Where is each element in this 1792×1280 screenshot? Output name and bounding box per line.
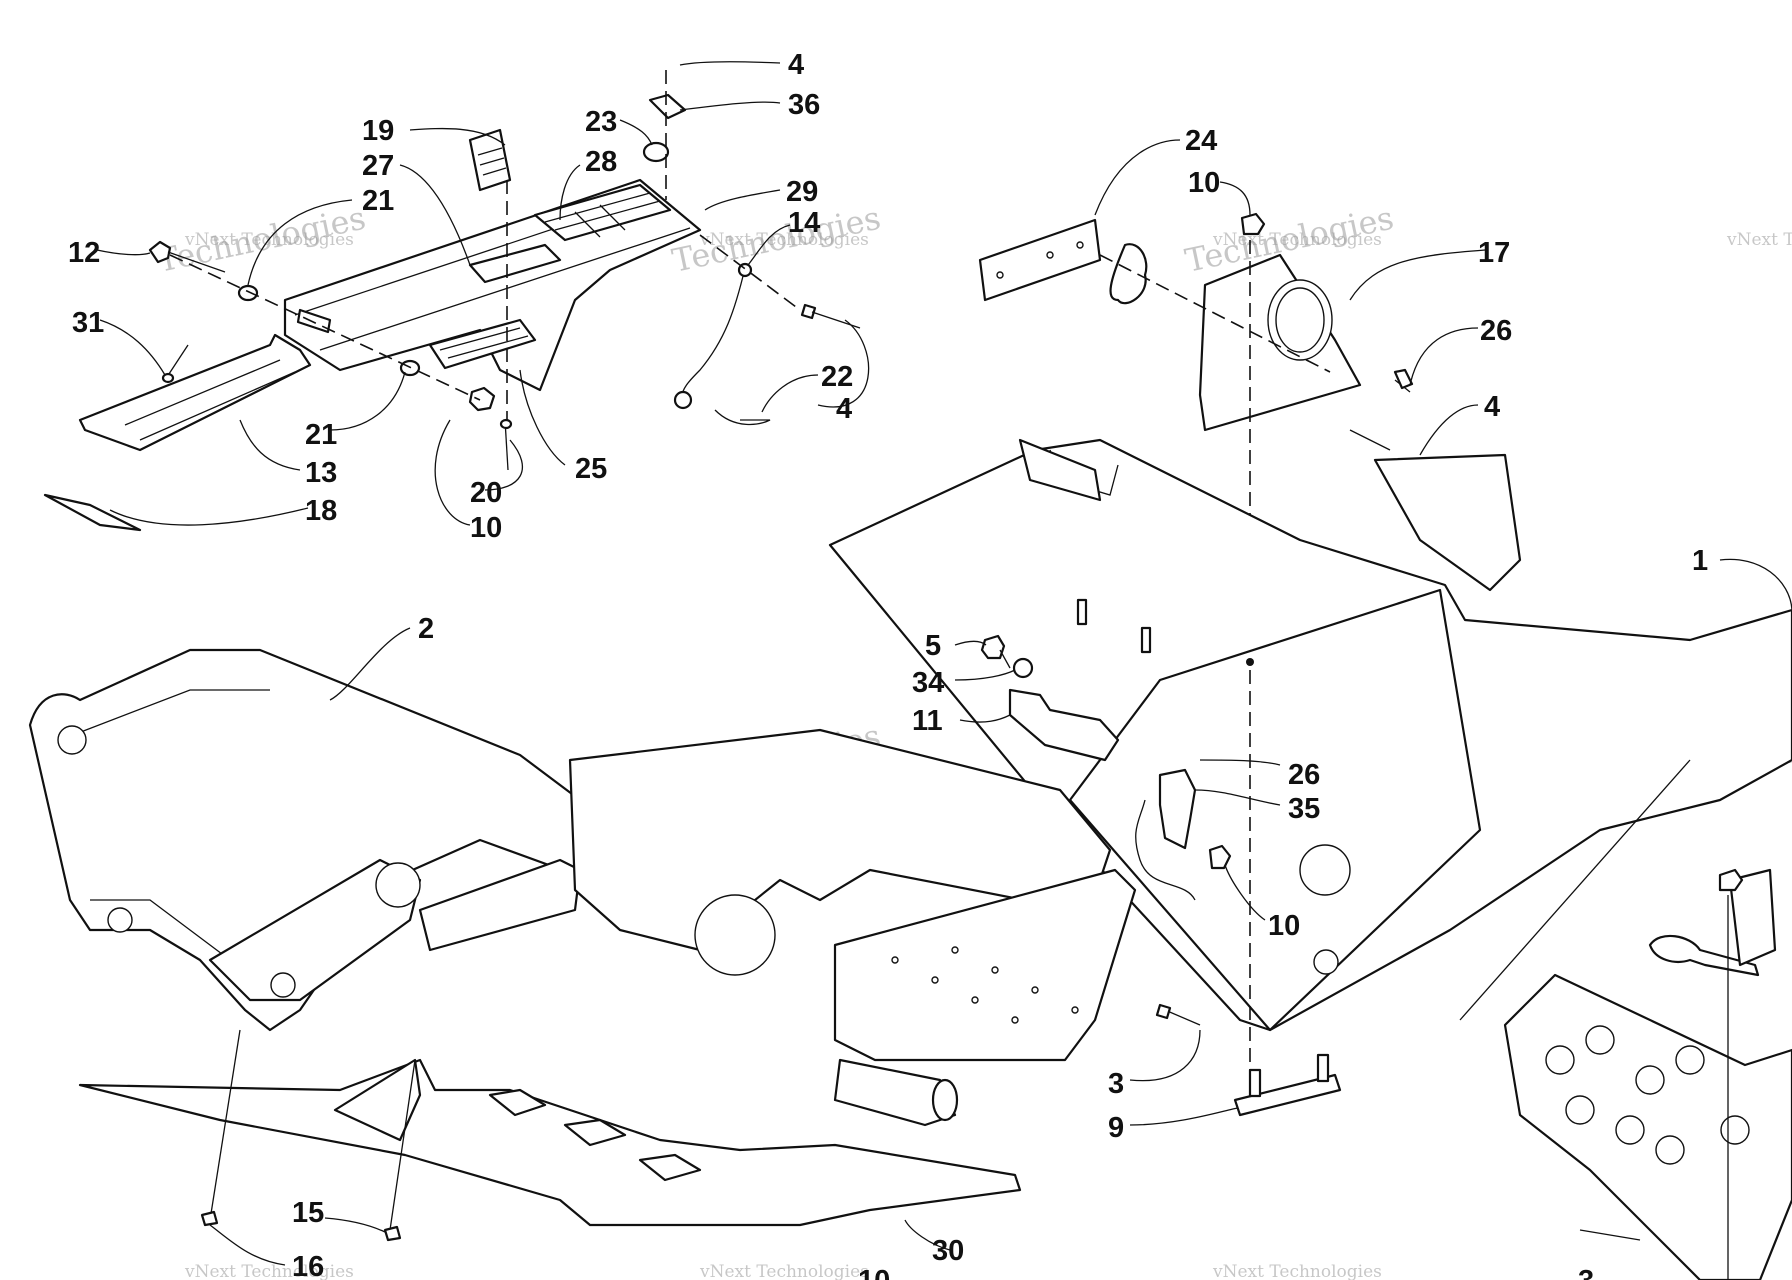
frame-arm-inner bbox=[208, 858, 422, 1002]
callout-3: 3 bbox=[1108, 1068, 1124, 1100]
callout-16: 16 bbox=[292, 1251, 324, 1280]
decal-27 bbox=[468, 243, 562, 284]
callout-5: 5 bbox=[925, 630, 941, 662]
callout-34: 34 bbox=[912, 667, 944, 699]
callout-1: 1 bbox=[1692, 545, 1708, 577]
nut-10-top bbox=[1240, 212, 1266, 236]
rear-lower-assembly bbox=[1459, 759, 1792, 1280]
step-plate-13 bbox=[78, 333, 312, 452]
callout-12: 12 bbox=[68, 237, 100, 269]
sleeve bbox=[296, 308, 332, 334]
plate-24 bbox=[978, 218, 1102, 302]
callout-22: 22 bbox=[821, 361, 853, 393]
callout-26: 26 bbox=[1480, 315, 1512, 347]
callout-2: 2 bbox=[418, 613, 434, 645]
watermark-text: vNext Technologies bbox=[699, 230, 869, 250]
rear-panel bbox=[1373, 453, 1522, 592]
tag-19 bbox=[468, 128, 512, 192]
bolt-5 bbox=[980, 634, 1006, 660]
side-panel bbox=[1068, 588, 1482, 1032]
bushing bbox=[1109, 243, 1148, 305]
front-frame-2 bbox=[28, 634, 1342, 1242]
callout-26: 26 bbox=[1288, 759, 1320, 791]
cross-tube bbox=[418, 858, 582, 952]
callout-11: 11 bbox=[912, 705, 943, 737]
callout-15: 15 bbox=[292, 1197, 324, 1229]
footrest bbox=[833, 868, 1137, 1062]
washer-34 bbox=[1012, 657, 1034, 679]
watermark-text: Technologies bbox=[669, 199, 884, 280]
callout-4: 4 bbox=[788, 49, 804, 81]
callout-27: 27 bbox=[362, 150, 394, 182]
callout-21: 21 bbox=[305, 419, 337, 451]
callout-4: 4 bbox=[836, 393, 852, 425]
callout-24: 24 bbox=[1185, 125, 1217, 157]
callout-23: 23 bbox=[585, 106, 617, 138]
clip-36 bbox=[648, 93, 687, 120]
spacer-21 bbox=[237, 284, 259, 302]
bracket-35 bbox=[1158, 768, 1197, 850]
watermark-text: vNext Technologies bbox=[184, 1262, 354, 1280]
callout-9: 9 bbox=[1108, 1112, 1124, 1144]
watermark-text: vNext Technologies bbox=[699, 1262, 869, 1280]
bolt-12 bbox=[148, 240, 172, 264]
callout-labels: 4 36 19 23 27 28 29 21 14 12 31 22 4 21 … bbox=[68, 49, 1708, 1280]
callout-14: 14 bbox=[788, 207, 820, 239]
callout-28: 28 bbox=[585, 146, 617, 178]
watermark-text: vNext Technologies bbox=[1726, 230, 1792, 250]
callout-18: 18 bbox=[305, 495, 337, 527]
rivet-31 bbox=[161, 372, 175, 384]
bracket-11 bbox=[1008, 688, 1120, 762]
callout-19: 19 bbox=[362, 115, 394, 147]
callout-10: 10 bbox=[470, 512, 502, 544]
tube-30-end bbox=[833, 1058, 957, 1127]
chassis-tunnel-1 bbox=[828, 438, 1792, 1032]
seat-bracket-assembly bbox=[43, 70, 861, 532]
bulkhead bbox=[568, 728, 1112, 952]
callout-36: 36 bbox=[788, 89, 820, 121]
callout-4: 4 bbox=[1484, 391, 1500, 423]
callout-17: 17 bbox=[1478, 237, 1510, 269]
callout-25: 25 bbox=[575, 453, 607, 485]
callout-21: 21 bbox=[362, 185, 394, 217]
nut-10-mid bbox=[1208, 844, 1232, 870]
block-9 bbox=[1233, 1073, 1342, 1117]
callout-31: 31 bbox=[72, 307, 104, 339]
skid-plate bbox=[333, 1058, 422, 1142]
cable-14 bbox=[681, 267, 746, 401]
callout-10: 10 bbox=[1268, 910, 1300, 942]
callout-20: 20 bbox=[470, 477, 502, 509]
callout-3: 3 bbox=[1578, 1265, 1594, 1280]
plate-18 bbox=[43, 493, 142, 532]
handle-bracket bbox=[1018, 438, 1102, 502]
rear-plate bbox=[1503, 973, 1792, 1280]
callout-10: 10 bbox=[858, 1265, 890, 1280]
frame-arm-outer bbox=[28, 648, 622, 1032]
rod bbox=[1648, 934, 1760, 977]
leader-lines bbox=[96, 61, 1792, 1266]
callout-29: 29 bbox=[786, 176, 818, 208]
rivet-20 bbox=[499, 418, 513, 430]
steering-support-assembly bbox=[978, 212, 1414, 660]
grommet-23 bbox=[642, 141, 670, 163]
watermark-text: vNext Technologies bbox=[1212, 1262, 1382, 1280]
belly-pan-30 bbox=[78, 1058, 1022, 1227]
callout-30: 30 bbox=[932, 1235, 964, 1267]
callout-10: 10 bbox=[1188, 167, 1220, 199]
callout-35: 35 bbox=[1288, 793, 1320, 825]
nut-10 bbox=[468, 386, 496, 412]
callout-13: 13 bbox=[305, 457, 337, 489]
watermark-text: Technologies bbox=[154, 199, 369, 280]
pin-22 bbox=[714, 409, 771, 426]
